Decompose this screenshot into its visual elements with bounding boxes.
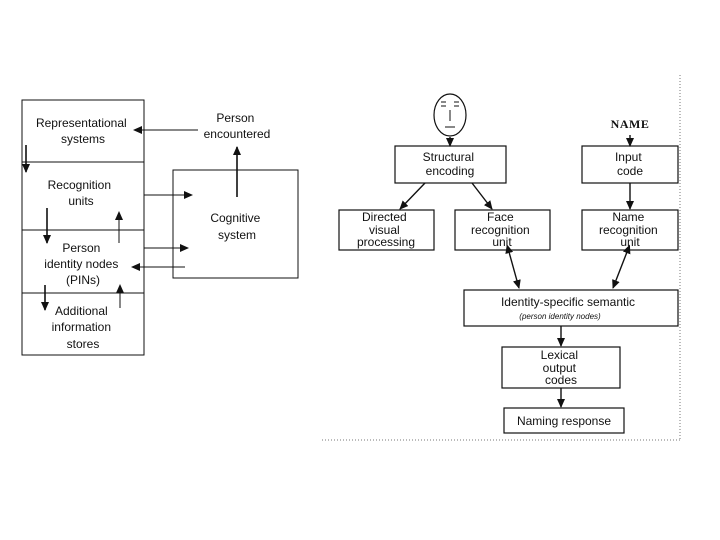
name-header-label: NAME	[611, 117, 650, 131]
cognitive-system-box	[172, 169, 299, 279]
structural-encoding-box	[394, 145, 507, 184]
person-encountered-label: Person encountered	[204, 111, 271, 141]
cognitive-system-label: Cognitive system	[210, 211, 263, 242]
arrow-face-semantic-bidirectional	[505, 244, 521, 289]
directed-visual-processing-box	[338, 209, 435, 251]
identity-semantic-box	[463, 289, 679, 327]
naming-response-box	[503, 407, 625, 434]
arrow-namerec-semantic-bidirectional	[612, 244, 631, 289]
additional-stores-label: Additional information stores	[52, 304, 115, 351]
naming-response-label: Naming response	[517, 414, 611, 428]
face-icon	[433, 93, 467, 137]
pins-label: Person identity nodes (PINs)	[44, 241, 121, 287]
lexical-output-codes-label: Lexical output codes	[541, 348, 582, 387]
identity-semantic-sublabel: (person identity nodes)	[519, 312, 601, 321]
identity-semantic-label: Identity-specific semantic	[501, 295, 635, 309]
representational-systems-label: Representational systems	[36, 116, 130, 146]
name-recognition-unit-label: Name recognition unit	[599, 210, 661, 249]
structural-encoding-label: Structural encoding	[423, 150, 478, 178]
arrow-structural-to-face	[471, 182, 493, 210]
stack-box	[21, 99, 145, 356]
face-recognition-unit-label: Face recognition unit	[471, 210, 533, 249]
recognition-units-label: Recognition units	[48, 178, 115, 208]
directed-visual-processing-label: Directed visual processing	[357, 210, 415, 249]
arrow-structural-to-directed	[399, 182, 426, 210]
left-model: Representational systems Recognition uni…	[21, 99, 299, 356]
right-model: NAME Structural encoding Input code Dire…	[322, 75, 681, 441]
face-recognition-unit-box	[454, 209, 551, 251]
input-code-label: Input code	[615, 150, 645, 178]
